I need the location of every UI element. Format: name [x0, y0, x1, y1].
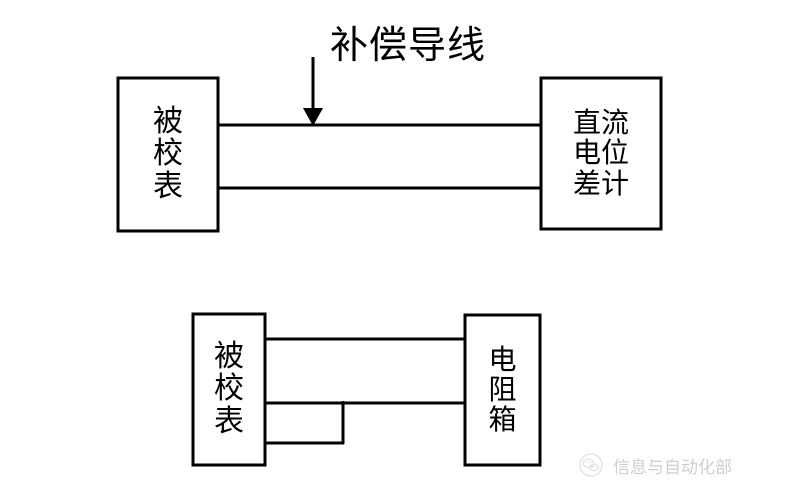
box-device-under-test-bottom	[191, 312, 267, 467]
bottom-diagram	[191, 312, 542, 467]
top-diagram	[116, 57, 663, 233]
down-arrow-icon	[303, 57, 323, 126]
box-resistance-box	[463, 313, 542, 467]
box-device-under-test-top	[116, 76, 220, 233]
box-dc-potentiometer	[539, 76, 663, 231]
annotation-title-compensating-wire: 补偿导线	[330, 23, 487, 67]
